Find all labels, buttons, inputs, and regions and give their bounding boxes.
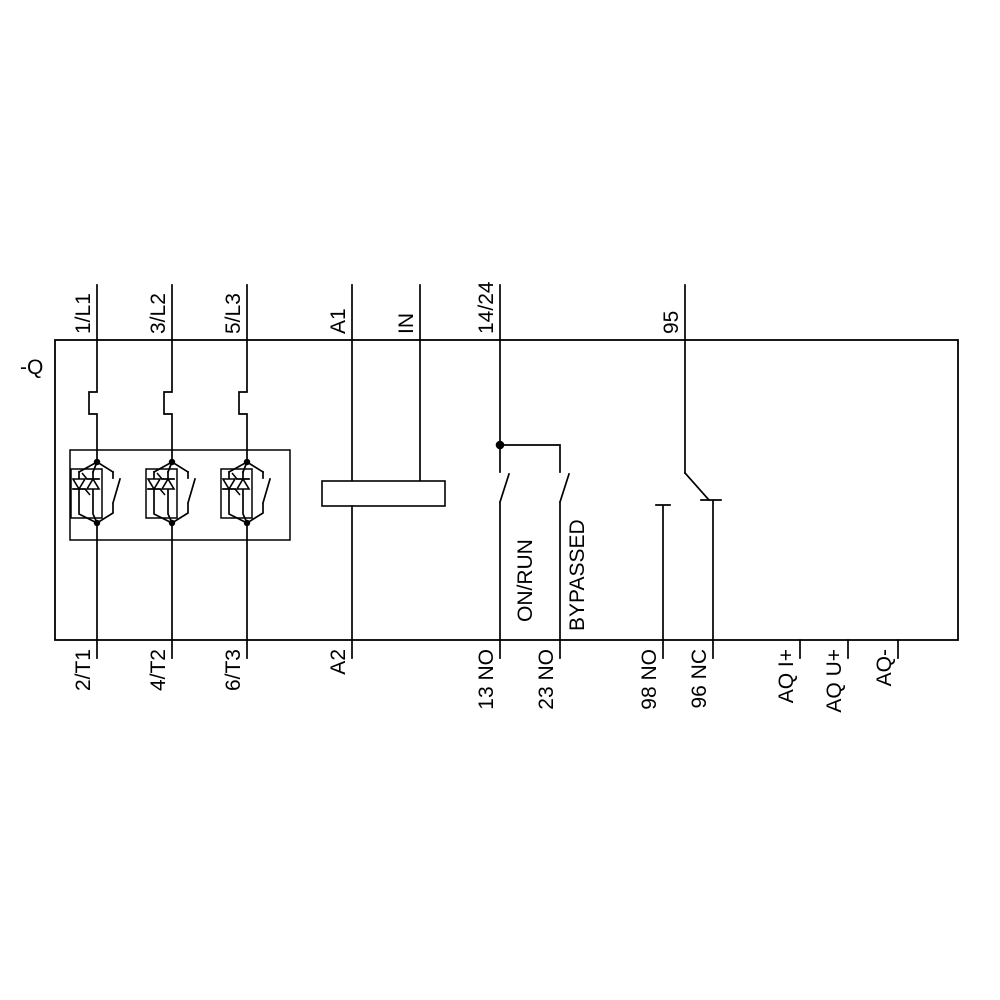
pole2-supply-wire <box>163 284 173 463</box>
switching-block-box <box>69 449 291 541</box>
pole1-branch-fan <box>77 460 115 474</box>
pole3-thyristor2-icon <box>235 477 251 490</box>
device-tag-label: -Q <box>20 356 43 379</box>
terminal-label-6t3: 6/T3 <box>222 649 245 691</box>
pole3-branch-fan <box>227 460 265 474</box>
pole2-branch-fan <box>152 460 190 474</box>
terminal-98-no-wire <box>655 504 671 659</box>
terminal-label-3l2: 3/L2 <box>147 293 170 334</box>
terminal-label-5l3: 5/L3 <box>222 293 245 334</box>
annotation-bypassed: BYPASSED <box>566 519 589 631</box>
pole3-bypass-contact <box>245 471 272 525</box>
power-pole-1 <box>70 284 122 659</box>
top-terminal-labels: 1/L1 3/L2 5/L3 A1 IN 14/24 95 <box>72 281 683 334</box>
device-outline-box <box>54 339 959 641</box>
terminal-label-98no: 98 NO <box>638 649 661 710</box>
pole1-thyristor-box <box>70 468 103 519</box>
pole2-thyristor2-gate <box>156 472 163 480</box>
terminal-label-14-24: 14/24 <box>475 281 498 334</box>
pole1-thyristor2-icon <box>85 477 101 490</box>
on-run-no-contact <box>498 444 511 659</box>
terminal-label-13no: 13 NO <box>475 649 498 710</box>
analog-output-terminals <box>799 639 899 659</box>
pole2-thyristor1-icon <box>146 478 162 491</box>
terminal-label-2t1: 2/T1 <box>72 649 95 691</box>
terminal-96-nc-wire <box>700 499 722 659</box>
terminal-label-1l1: 1/L1 <box>72 293 95 334</box>
bypassed-no-contact <box>499 444 571 659</box>
terminal-label-aqminus: AQ- <box>873 649 896 686</box>
auxiliary-contacts <box>495 284 571 659</box>
pole2-bypass-contact <box>170 471 197 525</box>
pole3-thyristor-box <box>220 468 253 519</box>
pole3-thyristor2-gate <box>231 472 238 480</box>
power-pole-2 <box>145 284 197 659</box>
power-pole-3 <box>220 284 272 659</box>
control-circuit <box>321 284 446 659</box>
pole3-supply-wire <box>238 284 248 463</box>
pole3-thyristor1-gate <box>234 488 241 496</box>
pole2-thyristor2-icon <box>160 477 176 490</box>
pole1-thyristor1-icon <box>71 478 87 491</box>
terminal-label-in: IN <box>395 313 418 334</box>
contact-annotations: ON/RUN BYPASSED <box>514 519 589 631</box>
fault-relay-contact <box>655 284 722 659</box>
pole1-supply-wire <box>88 284 98 463</box>
bottom-terminal-labels: 2/T1 4/T2 6/T3 A2 13 NO 23 NO 98 NO 96 N… <box>72 649 896 713</box>
pole3-thyristor1-icon <box>221 478 237 491</box>
pole1-thyristor2-gate <box>81 472 88 480</box>
annotation-on-run: ON/RUN <box>514 539 537 622</box>
pole1-thyristor1-gate <box>84 488 91 496</box>
control-coil-icon <box>321 480 446 507</box>
pole2-thyristor-box <box>145 468 178 519</box>
terminal-label-95: 95 <box>660 311 683 334</box>
changeover-blade <box>683 471 711 502</box>
terminal-label-a2: A2 <box>327 649 350 675</box>
terminal-label-4t2: 4/T2 <box>147 649 170 691</box>
terminal-label-a1: A1 <box>327 308 350 334</box>
terminal-label-aqu: AQ U+ <box>823 649 846 713</box>
terminal-label-23no: 23 NO <box>535 649 558 710</box>
pole1-bypass-contact <box>95 471 122 525</box>
terminal-label-96nc: 96 NC <box>688 649 711 709</box>
terminal-label-aqi: AQ I+ <box>775 649 798 703</box>
pole2-thyristor1-gate <box>159 488 166 496</box>
